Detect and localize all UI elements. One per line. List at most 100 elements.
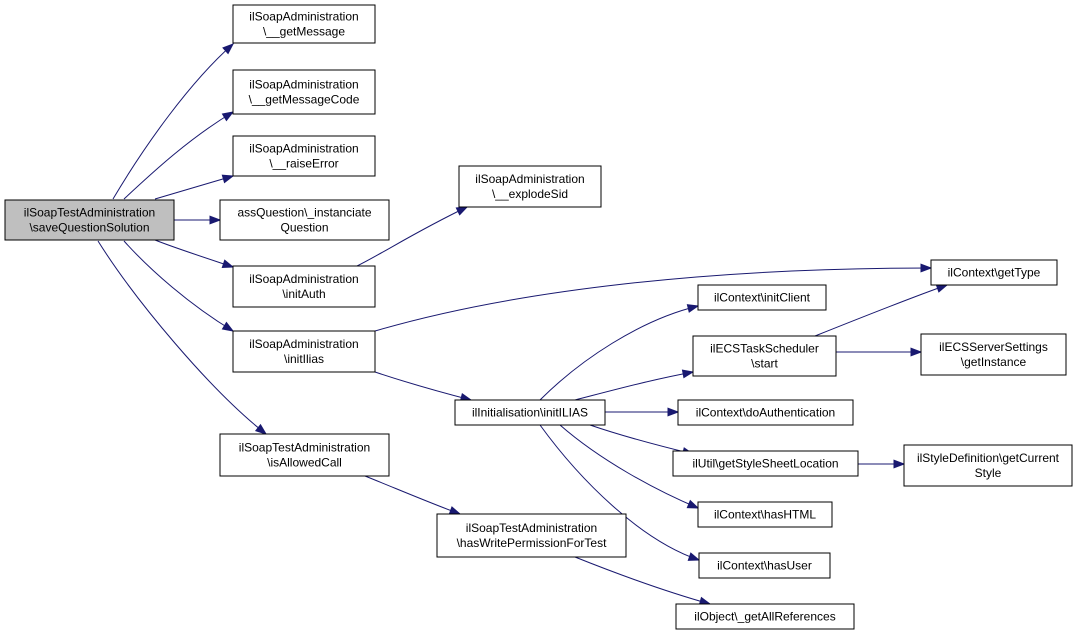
node-label-line: ilContext\doAuthentication (696, 406, 835, 420)
node-label-line: ilSoapTestAdministration (239, 441, 370, 455)
edge-line (574, 371, 694, 401)
edge-line (154, 175, 234, 200)
edge-line (574, 556, 711, 605)
node-label-line: \__raiseError (269, 157, 338, 171)
node-label-line: ilSoapAdministration (249, 337, 358, 351)
node-label-line: \start (751, 357, 778, 371)
edge-line (97, 240, 267, 435)
node-label-line: Style (975, 466, 1002, 480)
edge-arrowhead (667, 407, 680, 417)
node-box (458, 165, 602, 208)
edge-arrowhead (221, 174, 235, 184)
node-label-line: ilSoapTestAdministration (24, 206, 155, 220)
node-label-line: assQuestion\_instanciate (237, 206, 371, 220)
edge-line (112, 43, 234, 200)
node-getMsg[interactable]: ilSoapAdministration\__getMessage (232, 4, 376, 44)
edge-arrowhead (455, 206, 469, 216)
node-box (232, 69, 376, 115)
edge-arrowhead (686, 304, 700, 313)
edges-layer (97, 43, 949, 606)
node-doAuth[interactable]: ilContext\doAuthentication (677, 399, 854, 426)
node-hasHTML[interactable]: ilContext\hasHTML (697, 501, 833, 528)
edge-line (123, 111, 234, 200)
node-label-line: \saveQuestionSolution (29, 221, 149, 235)
edge-ecsStart-to-ecsSettings (836, 347, 923, 357)
node-raiseError[interactable]: ilSoapAdministration\__raiseError (232, 135, 376, 177)
node-hasUser[interactable]: ilContext\hasUser (698, 552, 831, 579)
node-box (232, 4, 376, 44)
node-box (677, 399, 854, 426)
node-label-line: ilContext\getType (948, 266, 1041, 280)
node-box (698, 552, 831, 579)
edge-initIlias-to-initILIAS2 (374, 371, 473, 402)
node-box (454, 399, 606, 426)
node-label-line: ilECSTaskScheduler (710, 342, 819, 356)
node-hasWrite[interactable]: ilSoapTestAdministration\hasWritePermiss… (436, 513, 627, 558)
node-label-line: \__getMessageCode (249, 93, 360, 107)
node-root[interactable]: ilSoapTestAdministration\saveQuestionSol… (4, 199, 175, 241)
node-box (930, 259, 1058, 286)
node-label-line: ilContext\hasUser (717, 559, 812, 573)
node-initIlias[interactable]: ilSoapAdministration\initIlias (232, 330, 376, 373)
edge-line (154, 239, 234, 268)
node-label-line: ilInitialisation\initILIAS (472, 406, 588, 420)
node-initILIAS2[interactable]: ilInitialisation\initILIAS (454, 399, 606, 426)
node-box (219, 433, 390, 477)
edge-root-to-getMsgCode (123, 111, 235, 200)
edge-root-to-initAuth (154, 239, 235, 268)
edge-arrowhead (686, 499, 700, 509)
node-label-line: ilSoapAdministration (249, 78, 358, 92)
node-initClient[interactable]: ilContext\initClient (697, 284, 827, 311)
edge-initILIAS2-to-initClient (539, 304, 700, 401)
edge-arrowhead (221, 259, 235, 268)
node-ecsStart[interactable]: ilECSTaskScheduler\start (692, 335, 837, 377)
edge-line (364, 475, 461, 515)
edge-arrowhead (935, 284, 949, 293)
edge-isAllowed-to-hasWrite (364, 475, 462, 515)
edge-line (589, 424, 694, 455)
edge-line (539, 305, 699, 401)
edge-ecsStart-to-getType (814, 284, 949, 337)
node-ecsSettings[interactable]: ilECSServerSettings\getInstance (920, 333, 1067, 376)
node-label-line: ilECSServerSettings (939, 340, 1048, 354)
node-getType[interactable]: ilContext\getType (930, 259, 1058, 286)
node-box (672, 450, 859, 477)
edge-arrowhead (254, 423, 268, 435)
nodes-layer: ilSoapTestAdministration\saveQuestionSol… (4, 4, 1073, 630)
node-box (692, 335, 837, 377)
edge-initIlias-to-getType (374, 263, 933, 332)
edge-root-to-isAllowed (97, 240, 268, 435)
edge-line (814, 284, 948, 337)
node-label-line: \__getMessage (263, 25, 345, 39)
edge-arrowhead (222, 43, 235, 55)
node-isAllowed[interactable]: ilSoapTestAdministration\isAllowedCall (219, 433, 390, 477)
node-label-line: ilUtil\getStyleSheetLocation (692, 457, 838, 471)
node-explodeSid[interactable]: ilSoapAdministration\__explodeSid (458, 165, 602, 208)
edge-initILIAS2-to-hasHTML (559, 424, 700, 509)
node-box (4, 199, 175, 241)
node-initAuth[interactable]: ilSoapAdministration\initAuth (232, 265, 376, 308)
edge-styleSheet-to-styleDef (858, 459, 906, 469)
node-getMsgCode[interactable]: ilSoapAdministration\__getMessageCode (232, 69, 376, 115)
node-box (697, 501, 833, 528)
node-label-line: ilSoapAdministration (249, 272, 358, 286)
node-label-line: Question (280, 221, 328, 235)
node-label-line: \hasWritePermissionForTest (457, 536, 607, 550)
node-label-line: \__explodeSid (492, 187, 568, 201)
node-box (436, 513, 627, 558)
node-label-line: ilObject\_getAllReferences (694, 610, 835, 624)
edge-line (374, 267, 932, 332)
node-styleSheet[interactable]: ilUtil\getStyleSheetLocation (672, 450, 859, 477)
edge-arrowhead (910, 347, 923, 357)
node-box (675, 603, 855, 630)
node-box (232, 265, 376, 308)
edge-line (559, 424, 699, 509)
edge-arrowhead (893, 459, 906, 469)
node-box (232, 330, 376, 373)
node-allRefs[interactable]: ilObject\_getAllReferences (675, 603, 855, 630)
node-box (697, 284, 827, 311)
edge-line (356, 206, 468, 267)
